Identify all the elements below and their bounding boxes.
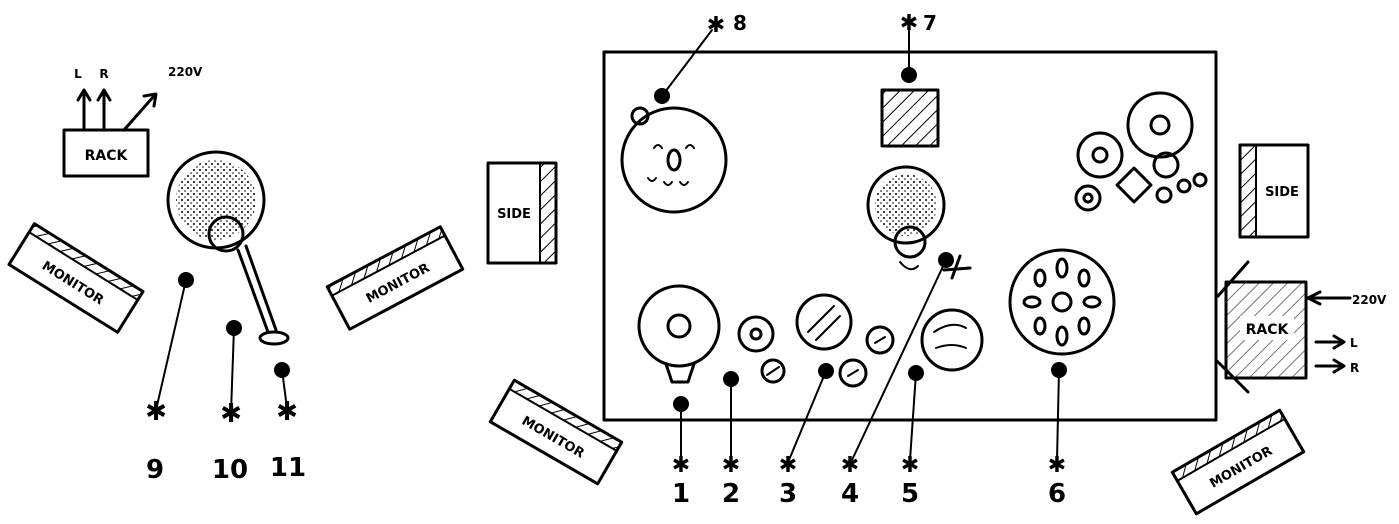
stage-center-performer xyxy=(866,165,946,271)
stage-percussion xyxy=(1074,91,1208,212)
mic-8: ✱ 8 xyxy=(654,11,747,104)
mic-7: ✱ 7 xyxy=(900,11,937,83)
svg-text:✱: ✱ xyxy=(900,11,918,36)
mic-2-number: 2 xyxy=(722,479,740,509)
mic-6: ✱ 6 xyxy=(1048,362,1067,509)
svg-text:✱: ✱ xyxy=(145,397,167,427)
stage-mic-stand xyxy=(942,254,972,280)
side-left-label: SIDE xyxy=(497,207,531,222)
svg-text:✱: ✱ xyxy=(901,453,919,478)
svg-text:✱: ✱ xyxy=(1048,453,1066,478)
mic-10: ✱ 10 xyxy=(212,320,248,485)
side-right-label: SIDE xyxy=(1265,185,1299,200)
mic-9: ✱ 9 xyxy=(145,272,194,485)
mic-5-number: 5 xyxy=(901,479,919,509)
mic-8-number: 8 xyxy=(733,11,747,35)
mic-1-number: 1 xyxy=(672,479,690,509)
left-output-r: R xyxy=(99,67,108,81)
left-output-l: L xyxy=(74,67,82,81)
svg-text:✱: ✱ xyxy=(722,453,740,478)
stage-monitor-2: MONITOR xyxy=(1170,408,1306,516)
stage-rack-label: RACK xyxy=(1246,322,1290,338)
mic-3-number: 3 xyxy=(779,479,797,509)
mic-2: ✱ 2 xyxy=(722,371,740,509)
svg-text:✱: ✱ xyxy=(779,453,797,478)
stage-amp xyxy=(880,88,940,148)
left-setup: RACK L R 220V MONITOR xyxy=(7,65,465,485)
stage-drum-kit xyxy=(620,106,728,214)
mic-5: ✱ 5 xyxy=(901,365,924,509)
left-monitor-2: MONITOR xyxy=(325,225,465,331)
svg-text:✱: ✱ xyxy=(841,453,859,478)
svg-text:✱: ✱ xyxy=(707,13,725,38)
stage-toms xyxy=(795,293,895,388)
mic-10-number: 10 xyxy=(212,455,248,485)
stage-keys xyxy=(920,308,984,372)
stage-output-l: L xyxy=(1350,336,1358,350)
left-rack: RACK L R 220V xyxy=(62,65,203,178)
left-performer xyxy=(166,150,290,346)
svg-text:✱: ✱ xyxy=(220,399,242,429)
left-power-label: 220V xyxy=(168,65,203,79)
side-right: SIDE xyxy=(1238,143,1310,239)
mic-6-number: 6 xyxy=(1048,479,1066,509)
stage-monitor-1: MONITOR xyxy=(488,378,624,486)
left-monitor-1: MONITOR xyxy=(7,222,145,334)
side-left: SIDE xyxy=(486,161,558,265)
left-rack-label: RACK xyxy=(85,148,129,164)
mic-9-number: 9 xyxy=(146,455,164,485)
mic-11: ✱ 11 xyxy=(270,362,306,483)
svg-text:✱: ✱ xyxy=(276,397,298,427)
stage-small-amp xyxy=(737,315,786,384)
stage-power-label: 220V xyxy=(1352,293,1387,307)
stage-guitar xyxy=(637,284,721,384)
stage-drum-6 xyxy=(1008,248,1116,356)
stage-plot: SIDE SIDE RACK 220V L R xyxy=(486,11,1387,516)
stage-rack: RACK 220V L R xyxy=(1214,260,1387,394)
mic-4-number: 4 xyxy=(841,479,859,509)
mic-11-number: 11 xyxy=(270,453,306,483)
mic-7-number: 7 xyxy=(923,11,937,35)
mic-1: ✱ 1 xyxy=(672,396,690,509)
stage-output-r: R xyxy=(1350,361,1359,375)
svg-text:✱: ✱ xyxy=(672,453,690,478)
mic-3: ✱ 3 xyxy=(779,363,834,509)
mic-4: ✱ 4 xyxy=(841,252,954,509)
